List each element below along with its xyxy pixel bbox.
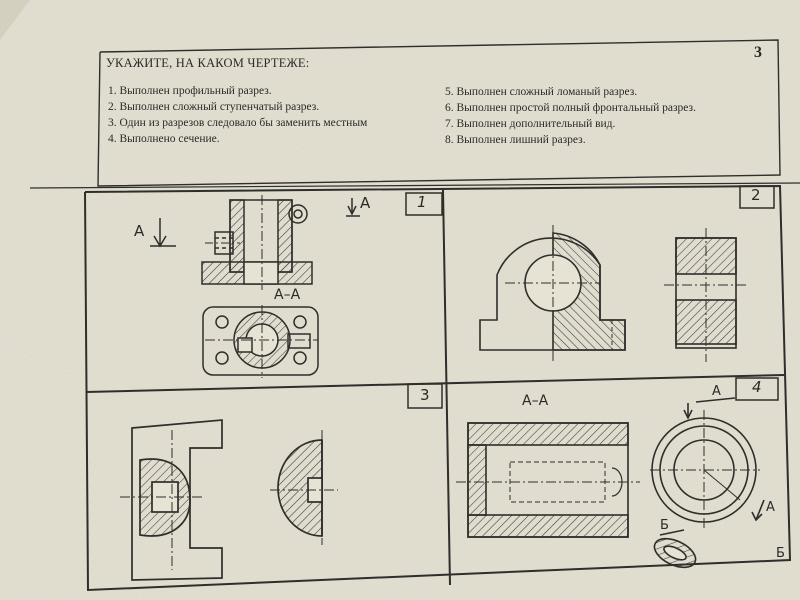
drawing-2 <box>479 225 748 362</box>
option-1: 1. Выполнен профильный разрез. <box>108 85 272 97</box>
drawing-1-section-label: A–A <box>274 287 301 303</box>
option-8: 8. Выполнен лишний разрез. <box>445 134 586 146</box>
option-6: 6. Выполнен простой полный фронтальный р… <box>445 102 696 114</box>
header-frame <box>97 39 781 187</box>
drawing-1-arrow-label: A <box>134 222 145 240</box>
drawing-2-number: 2 <box>751 186 761 204</box>
drawing-1-arrow-top-label: A <box>360 194 371 212</box>
drawing-4-b-bottom-label: Б <box>776 546 785 561</box>
drawing-4 <box>456 397 765 569</box>
option-4: 4. Выполнено сечение. <box>108 133 220 145</box>
page-title: УКАЖИТЕ, НА КАКОМ ЧЕРТЕЖЕ: <box>106 56 310 70</box>
option-3: 3. Один из разрезов следовало бы заменит… <box>108 117 368 129</box>
option-5: 5. Выполнен сложный ломаный разрез. <box>445 86 638 98</box>
drawing-4-number: 4 <box>752 378 762 396</box>
drawing-4-arrow-top-label: A <box>712 384 721 399</box>
drawing-3-number: 3 <box>420 386 430 404</box>
option-2: 2. Выполнен сложный ступенчатый разрез. <box>108 101 320 113</box>
drawing-4-arrow-side-label: A <box>766 500 775 515</box>
drawing-3 <box>120 419 338 581</box>
drawing-1-number: 1 <box>417 193 427 211</box>
drawing-1 <box>150 195 360 378</box>
page-number: 3 <box>754 44 762 61</box>
option-7: 7. Выполнен дополнительный вид. <box>445 118 616 130</box>
drawing-4-section-label: A–A <box>522 393 549 409</box>
drawing-4-b-top-label: Б <box>660 518 669 533</box>
